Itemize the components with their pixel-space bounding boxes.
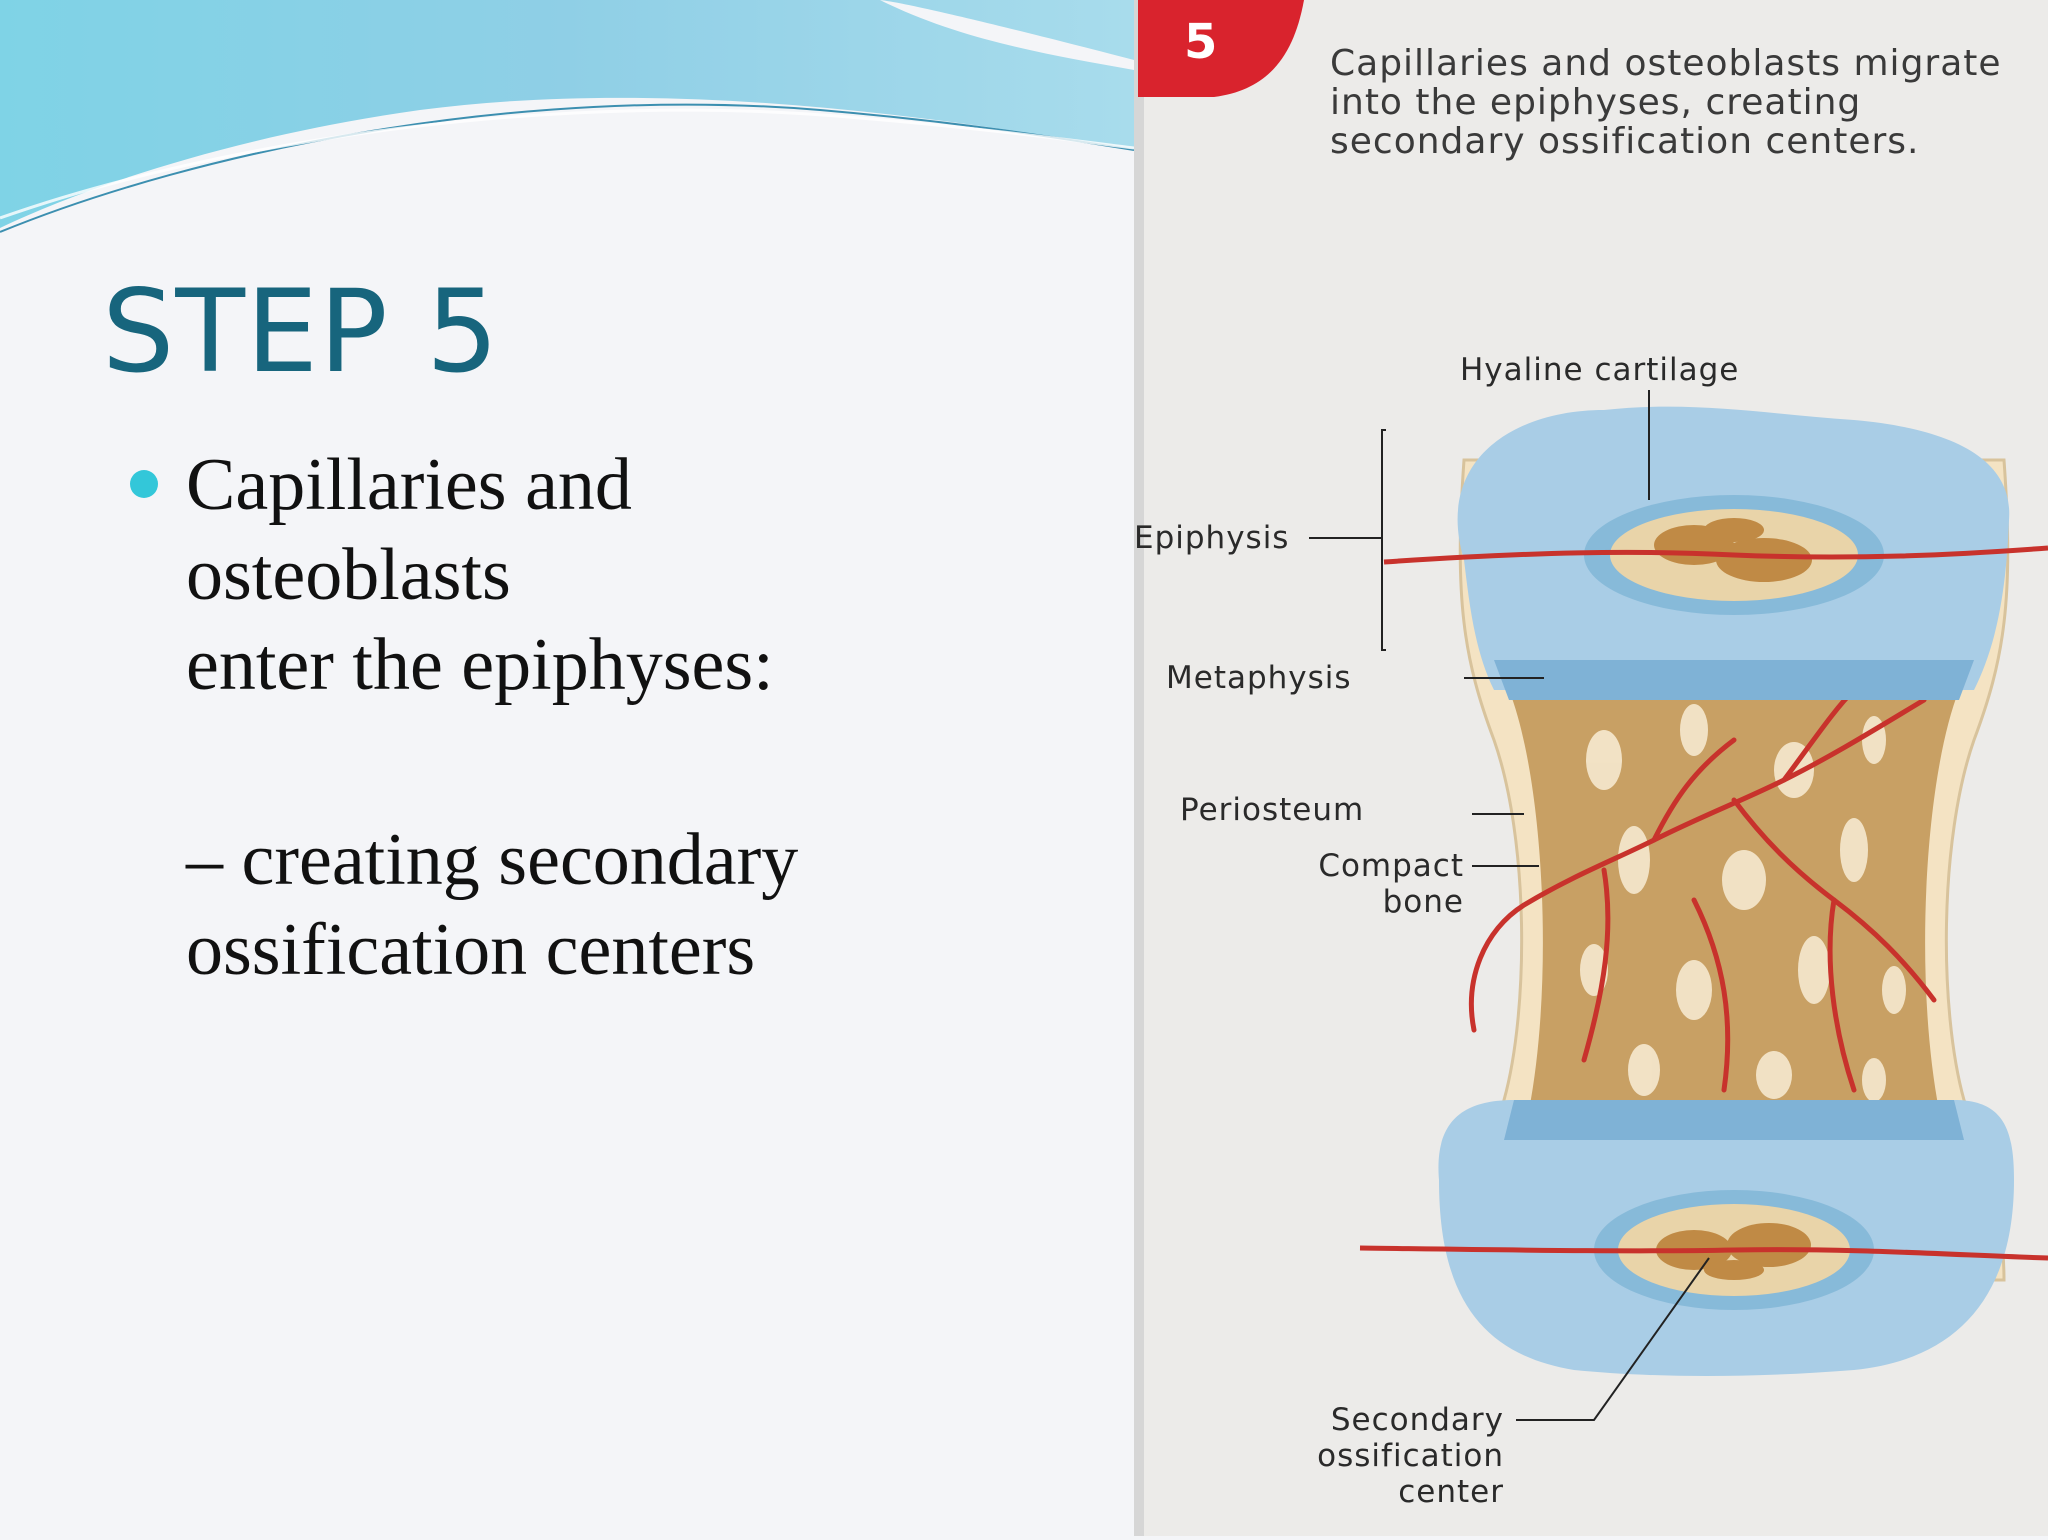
sub-line-2: ossification centers — [186, 909, 756, 991]
sub-line-1: – creating secondary — [186, 819, 799, 901]
label-secondary-line-2: ossification — [1317, 1438, 1504, 1474]
label-epiphysis: Epiphysis — [1134, 520, 1290, 556]
label-periosteum: Periosteum — [1180, 792, 1365, 828]
sub-text: – creating secondary ossification center… — [186, 815, 798, 995]
bullet-text: Capillaries and osteoblasts enter the ep… — [186, 440, 774, 710]
bullet-line-3: enter the epiphyses: — [186, 624, 774, 706]
figure-caption: Capillaries and osteoblasts migrate into… — [1330, 43, 2002, 162]
label-metaphysis: Metaphysis — [1166, 660, 1352, 696]
step-number: 5 — [1184, 14, 1218, 70]
label-secondary-line-1: Secondary — [1330, 1402, 1504, 1438]
label-secondary-line-3: center — [1398, 1474, 1504, 1510]
bullet-dot — [130, 470, 158, 498]
label-compact-bone-line-1: Compact — [1318, 848, 1464, 884]
label-compact-bone-line-2: bone — [1382, 884, 1464, 920]
label-secondary-ossification-center: Secondary ossification center — [1214, 1402, 1504, 1510]
label-hyaline-cartilage: Hyaline cartilage — [1460, 352, 1740, 388]
bullet-line-2: osteoblasts — [186, 534, 511, 616]
bone-illustration — [1134, 0, 2048, 1536]
step-badge — [1138, 0, 1304, 97]
bullet-line-1: Capillaries and — [186, 444, 632, 526]
label-compact-bone: Compact bone — [1224, 848, 1464, 920]
bone-ossification-figure: 5 Capillaries and osteoblasts migrate in… — [1134, 0, 2048, 1536]
slide-title: STEP 5 — [102, 265, 500, 398]
header-wave — [0, 0, 1134, 233]
